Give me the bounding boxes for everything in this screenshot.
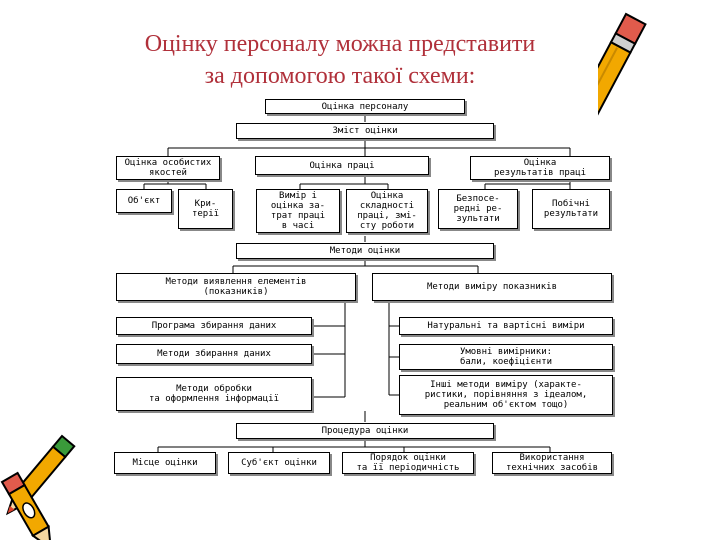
box-assessment-methods: Методи оцінки	[236, 243, 494, 259]
title-line-1: Оцінку персоналу можна представити	[144, 31, 536, 57]
box-personal-qualities: Оцінка особистих якостей	[116, 156, 220, 180]
box-personnel-assessment: Оцінка персоналу	[265, 99, 465, 114]
box-conditional-measures: Умовні вимірники: бали, коефіцієнти	[399, 344, 613, 370]
box-data-collection-methods: Методи збирання даних	[116, 344, 312, 364]
box-assessment-order: Порядок оцінки та її періодичність	[342, 452, 474, 474]
box-direct-results: Безпосе- редні ре- зультати	[438, 189, 518, 229]
box-technical-means: Використання технічних засобів	[492, 452, 612, 474]
box-object: Об'єкт	[116, 189, 172, 213]
box-labor-results: Оцінка результатів праці	[470, 156, 610, 180]
box-labor-assessment: Оцінка праці	[255, 156, 429, 175]
box-assessment-procedure: Процедура оцінки	[236, 423, 494, 439]
box-processing-methods: Методи обробки та оформлення інформації	[116, 377, 312, 411]
box-other-methods: Інші методи виміру (характе- ристики, по…	[399, 375, 613, 415]
title-line-2: за допомогою такої схеми:	[204, 63, 476, 89]
box-assessment-place: Місце оцінки	[114, 452, 216, 474]
pencils-left-icon	[0, 434, 76, 540]
box-data-program: Програма збирання даних	[116, 317, 312, 335]
box-measurement-methods: Методи виміру показників	[372, 273, 612, 301]
box-time-measurement: Вимір і оцінка за- трат праці в часі	[256, 189, 340, 233]
diagram-connectors	[143, 113, 571, 452]
box-identification-methods: Методи виявлення елементів (показників)	[116, 273, 356, 301]
box-work-complexity: Оцінка складності праці, змі- сту роботи	[346, 189, 428, 233]
box-assessment-content: Зміст оцінки	[236, 123, 494, 139]
box-criteria: Кри- терії	[178, 189, 233, 229]
slide-title: Оцінку персоналу можна представити за до…	[60, 28, 620, 92]
pencil-right-icon	[598, 12, 647, 169]
box-assessment-subject: Суб'єкт оцінки	[228, 452, 330, 474]
assessment-diagram: Оцінка персоналу Зміст оцінки Оцінка осо…	[108, 96, 620, 486]
box-side-results: Побічні результати	[532, 189, 610, 229]
box-natural-value-measures: Натуральні та вартісні виміри	[399, 317, 613, 335]
